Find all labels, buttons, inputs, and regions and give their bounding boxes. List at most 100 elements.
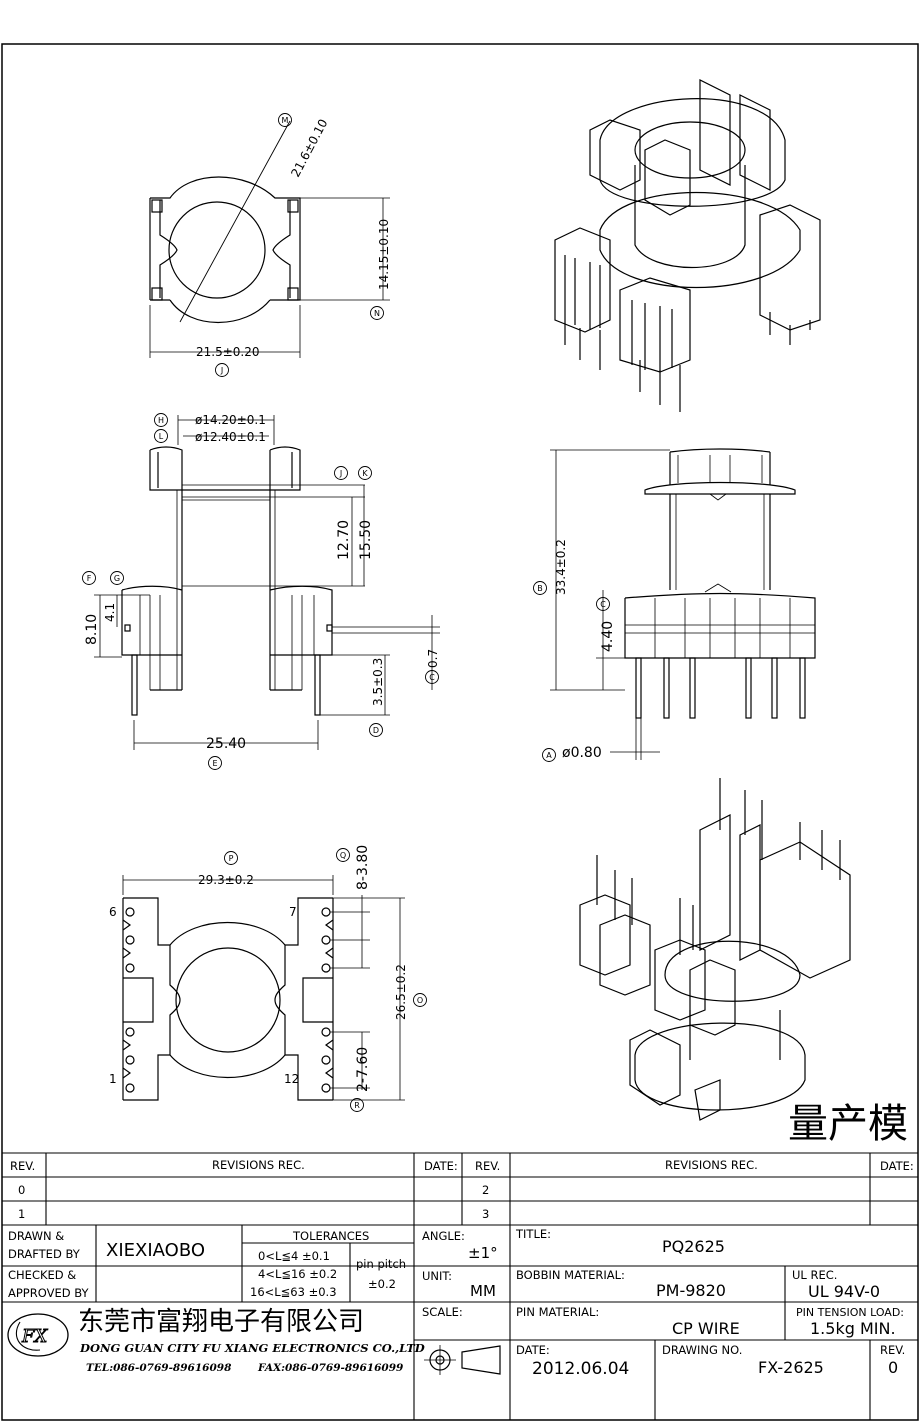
bobbin-value: PM-9820 — [656, 1281, 726, 1300]
isometric-view-bottom — [579, 778, 851, 1121]
scale-label: SCALE: — [422, 1305, 463, 1319]
dim-26-5: 26.5±0.2 — [394, 964, 408, 1020]
drawn-by: XIEXIAOBO — [106, 1240, 205, 1261]
tension-label: PIN TENSION LOAD: — [796, 1306, 904, 1319]
drawn-label-2: DRAFTED BY — [8, 1247, 81, 1261]
rev-label: REV. — [880, 1343, 905, 1357]
unit-value: MM — [470, 1282, 496, 1300]
callout-c: C — [429, 673, 435, 682]
front-view — [94, 415, 440, 750]
callout-q: Q — [340, 851, 346, 860]
dim-8-10: 8.10 — [84, 614, 100, 645]
dim-4-40: 4.40 — [600, 621, 616, 652]
company-name-cn: 东莞市富翔电子有限公司 — [78, 1307, 364, 1337]
callout-b: B — [537, 584, 543, 593]
callout-f: F — [87, 574, 92, 583]
isometric-view-top — [554, 79, 821, 412]
drawing-no-label: DRAWING NO. — [662, 1343, 742, 1357]
angle-value: ±1° — [468, 1244, 498, 1262]
bottom-view-labels: 29.3±0.2 8-3.80 26.5±0.2 2-7.60 6 7 1 12 — [109, 845, 408, 1092]
revisions-rec-left: REVISIONS REC. — [212, 1158, 305, 1172]
date-label: DATE: — [516, 1343, 550, 1357]
callout-p: P — [229, 854, 234, 863]
rev-3: 3 — [482, 1207, 489, 1221]
pin-material-value: CP WIRE — [672, 1319, 740, 1338]
company-tel: TEL:086-0769-89616098 — [86, 1362, 232, 1374]
callout-letters: M N J H L J K F G C D E B C A P Q O R — [87, 116, 607, 1110]
callout-j: J — [339, 469, 342, 478]
dim-pin-dia: ø0.80 — [562, 745, 602, 761]
dim-15-50: 15.50 — [358, 520, 374, 560]
callout-d: D — [373, 726, 379, 735]
title-block-text: REV. REVISIONS REC. DATE: REV. REVISIONS… — [8, 1158, 914, 1379]
tolerance-2: 4<L≦16 ±0.2 — [258, 1267, 337, 1281]
revisions-rec-right: REVISIONS REC. — [665, 1158, 758, 1172]
side-view-labels: 33.4±0.2 4.40 ø0.80 — [554, 539, 616, 761]
company-fax: FAX:086-0769-89616099 — [257, 1362, 404, 1374]
unit-label: UNIT: — [422, 1269, 452, 1283]
dim-4-1: 4.1 — [103, 603, 117, 622]
callout-n: N — [374, 309, 380, 318]
checked-label-2: APPROVED BY — [8, 1286, 89, 1300]
title-value: PQ2625 — [662, 1237, 725, 1256]
front-view-labels: ø14.20±0.1 ø12.40±0.1 12.70 15.50 8.10 4… — [84, 413, 440, 752]
bottom-view — [122, 875, 405, 1101]
date-head-right: DATE: — [880, 1159, 914, 1173]
drawn-label-1: DRAWN & — [8, 1229, 64, 1243]
tolerances-title: TOLERANCES — [292, 1229, 369, 1243]
angle-label: ANGLE: — [422, 1229, 465, 1243]
pin-material-label: PIN MATERIAL: — [516, 1305, 599, 1319]
callout-c2: C — [600, 600, 606, 609]
pin-7: 7 — [289, 905, 297, 919]
rev-head-right: REV. — [475, 1159, 500, 1173]
pin-12: 12 — [284, 1072, 299, 1086]
tension-value: 1.5kg MIN. — [810, 1319, 896, 1338]
dim-top-height: 14.15±0.10 — [377, 219, 391, 290]
date-head-left: DATE: — [424, 1159, 458, 1173]
side-view — [550, 448, 816, 760]
production-stamp: 量产模 — [788, 1101, 908, 1147]
title-block-grid — [2, 1152, 918, 1420]
pin-pitch-value: ±0.2 — [368, 1277, 396, 1291]
logo-text: FX — [21, 1326, 48, 1347]
callout-a: A — [546, 751, 552, 760]
tolerance-3: 16<L≦63 ±0.3 — [250, 1285, 337, 1299]
dim-33-4: 33.4±0.2 — [554, 539, 568, 595]
dim-dia-l: ø12.40±0.1 — [195, 430, 266, 444]
pin-6: 6 — [109, 905, 117, 919]
callout-m: M — [282, 116, 289, 125]
dim-top-width: 21.5±0.20 — [196, 345, 260, 359]
dim-dia-h: ø14.20±0.1 — [195, 413, 266, 427]
pin-1: 1 — [109, 1072, 117, 1086]
rev-2: 2 — [482, 1183, 489, 1197]
checked-label-1: CHECKED & — [8, 1268, 76, 1282]
dim-25-40: 25.40 — [206, 736, 246, 752]
callout-l: L — [159, 432, 164, 441]
dim-8-3-80: 8-3.80 — [355, 845, 371, 890]
top-view — [149, 120, 390, 358]
rev-value: 0 — [888, 1358, 898, 1377]
dim-29-3: 29.3±0.2 — [198, 873, 254, 887]
dim-12-70: 12.70 — [336, 520, 352, 560]
company-name-en: DONG GUAN CITY FU XIANG ELECTRONICS CO.,… — [79, 1341, 425, 1355]
callouts — [82, 113, 610, 1112]
pin-pitch-label: pin pitch — [356, 1257, 406, 1271]
callout-g: G — [114, 574, 120, 583]
ul-value: UL 94V-0 — [808, 1282, 880, 1301]
callout-o: O — [417, 996, 423, 1005]
date-value: 2012.06.04 — [532, 1359, 629, 1379]
drawing-no-value: FX-2625 — [758, 1358, 824, 1377]
rev-1: 1 — [18, 1207, 25, 1221]
dim-2-7-60: 2-7.60 — [355, 1047, 371, 1092]
callout-j1: J — [220, 366, 223, 375]
callout-k: K — [362, 469, 368, 478]
projection-symbol-icon — [424, 1345, 501, 1375]
rev-head-left: REV. — [10, 1159, 35, 1173]
callout-e: E — [212, 759, 217, 768]
dim-3-5: 3.5±0.3 — [371, 658, 385, 706]
rev-0: 0 — [18, 1183, 25, 1197]
bobbin-label: BOBBIN MATERIAL: — [516, 1268, 625, 1282]
dim-top-diameter: 21.6±0.10 — [288, 117, 330, 180]
title-label: TITLE: — [515, 1227, 551, 1241]
